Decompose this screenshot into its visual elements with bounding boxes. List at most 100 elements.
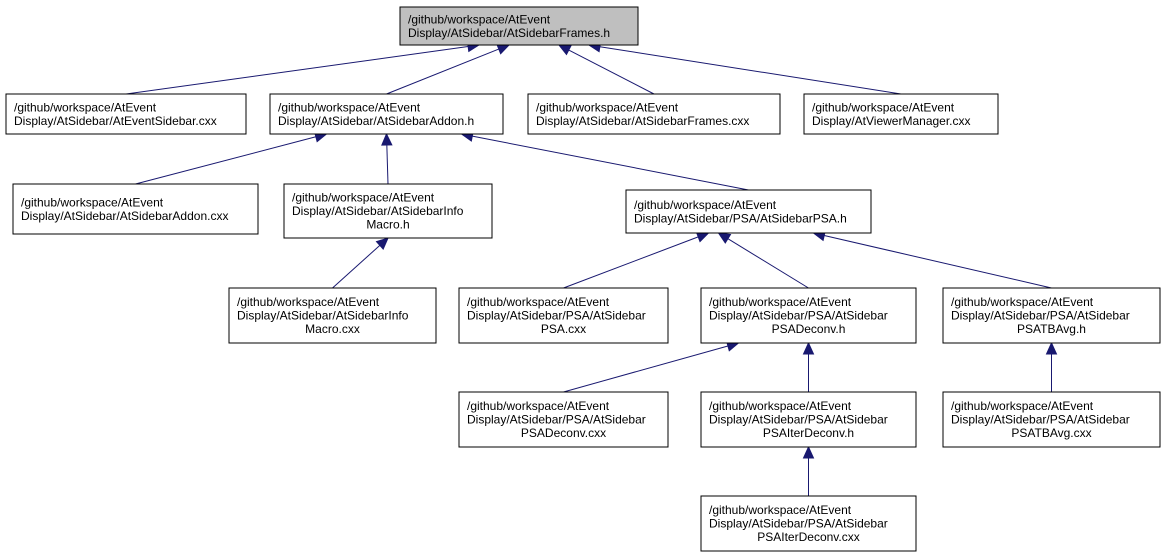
node-label-line: /github/workspace/AtEvent xyxy=(709,295,852,309)
node-label-line: Display/AtSidebar/PSA/AtSidebar xyxy=(951,309,1130,323)
node-box xyxy=(942,287,1161,344)
node-label-line: /github/workspace/AtEvent xyxy=(467,399,610,413)
arrowhead-icon xyxy=(802,445,815,459)
node-label-line: /github/workspace/AtEvent xyxy=(278,100,421,114)
edge-sidebar-frames-cxx-to-root xyxy=(557,44,655,95)
edge-psa-deconv-cxx-to-psa-deconv-h xyxy=(563,340,740,393)
node-label-line: PSATBAvg.cxx xyxy=(1011,426,1091,440)
node-label-line: /github/workspace/AtEvent xyxy=(812,100,955,114)
edge-line xyxy=(386,48,499,95)
edge-viewer-manager-cxx-to-root xyxy=(587,41,902,95)
node-box xyxy=(527,93,781,135)
node-label-line: /github/workspace/AtEvent xyxy=(536,100,679,114)
node-label-line: PSADeconv.h xyxy=(772,322,846,336)
node-label-line: /github/workspace/AtEvent xyxy=(467,295,610,309)
edge-line xyxy=(599,46,902,95)
node-box xyxy=(700,391,917,448)
arrowhead-icon xyxy=(1045,341,1058,355)
edge-psa-iter-deconv-h-to-psa-deconv-h xyxy=(802,341,815,392)
node-label-line: Display/AtSidebar/PSA/AtSidebar xyxy=(951,413,1130,427)
edge-line xyxy=(824,234,1052,289)
node-label-line: /github/workspace/AtEvent xyxy=(408,12,551,26)
node-label-line: PSAIterDeconv.h xyxy=(763,426,854,440)
node-label-line: Display/AtSidebar/PSA/AtSidebar xyxy=(467,309,646,323)
node-sidebar-psa-h[interactable]: /github/workspace/AtEventDisplay/AtSideb… xyxy=(625,189,872,234)
edge-sidebar-psa-h-to-sidebar-addon-h xyxy=(460,130,749,191)
node-box xyxy=(625,189,872,234)
arrowhead-icon xyxy=(695,231,710,243)
node-psa-iter-deconv-cxx[interactable]: /github/workspace/AtEventDisplay/AtSideb… xyxy=(700,495,917,552)
node-label-line: Display/AtSidebar/AtSidebarFrames.h xyxy=(408,26,610,40)
node-box xyxy=(228,287,437,344)
node-box xyxy=(458,287,669,344)
node-sidebar-info-macro-cxx[interactable]: /github/workspace/AtEventDisplay/AtSideb… xyxy=(228,287,437,344)
node-box xyxy=(399,6,639,46)
node-box xyxy=(5,93,247,135)
node-label-line: /github/workspace/AtEvent xyxy=(951,399,1094,413)
edge-line xyxy=(563,236,699,289)
node-label-line: Display/AtSidebar/PSA/AtSidebar xyxy=(467,413,646,427)
node-label-line: Macro.cxx xyxy=(305,322,360,336)
node-label-line: PSAIterDeconv.cxx xyxy=(757,530,859,544)
arrowhead-icon xyxy=(381,132,393,146)
edge-line xyxy=(563,345,729,393)
node-sidebar-addon-cxx[interactable]: /github/workspace/AtEventDisplay/AtSideb… xyxy=(12,183,259,235)
node-event-sidebar-cxx[interactable]: /github/workspace/AtEventDisplay/AtSideb… xyxy=(5,93,247,135)
edge-line xyxy=(135,136,316,185)
edge-line xyxy=(568,49,655,95)
node-label-line: Display/AtSidebar/PSA/AtSidebar xyxy=(709,413,888,427)
node-label-line: Display/AtSidebar/AtSidebarAddon.cxx xyxy=(21,209,228,223)
node-sidebar-psa-cxx[interactable]: /github/workspace/AtEventDisplay/AtSideb… xyxy=(458,287,669,344)
edge-sidebar-psa-cxx-to-sidebar-psa-h xyxy=(563,231,710,289)
node-psa-deconv-cxx[interactable]: /github/workspace/AtEventDisplay/AtSideb… xyxy=(458,391,669,448)
node-box xyxy=(12,183,259,235)
edge-sidebar-addon-cxx-to-sidebar-addon-h xyxy=(135,131,328,185)
edge-line xyxy=(727,238,809,289)
node-label-line: Display/AtSidebar/AtEventSidebar.cxx xyxy=(14,114,217,128)
node-psa-tbavg-h[interactable]: /github/workspace/AtEventDisplay/AtSideb… xyxy=(942,287,1161,344)
node-sidebar-info-macro-h[interactable]: /github/workspace/AtEventDisplay/AtSideb… xyxy=(283,183,493,239)
node-label-line: Display/AtSidebar/PSA/AtSidebar xyxy=(709,309,888,323)
node-root: /github/workspace/AtEventDisplay/AtSideb… xyxy=(399,6,639,46)
nodes-layer: /github/workspace/AtEventDisplay/AtSideb… xyxy=(5,6,1161,552)
edge-psa-deconv-h-to-sidebar-psa-h xyxy=(717,232,809,289)
edge-sidebar-info-macro-cxx-to-sidebar-info-macro-h xyxy=(332,237,389,289)
node-label-line: /github/workspace/AtEvent xyxy=(14,100,157,114)
edge-line xyxy=(125,46,469,95)
node-label-line: /github/workspace/AtEvent xyxy=(292,191,435,205)
node-label-line: Display/AtSidebar/PSA/AtSidebar xyxy=(709,517,888,531)
node-box xyxy=(942,391,1161,448)
edge-sidebar-addon-h-to-root xyxy=(386,43,511,95)
arrowhead-icon xyxy=(375,237,389,250)
node-box xyxy=(700,287,917,344)
node-psa-tbavg-cxx[interactable]: /github/workspace/AtEventDisplay/AtSideb… xyxy=(942,391,1161,448)
node-label-line: /github/workspace/AtEvent xyxy=(634,198,777,212)
node-box xyxy=(269,93,504,135)
node-label-line: Display/AtSidebar/AtSidebarInfo xyxy=(237,309,409,323)
node-box xyxy=(700,495,917,552)
edge-line xyxy=(472,135,749,191)
node-box xyxy=(803,93,999,135)
arrowhead-icon xyxy=(557,44,572,56)
edge-psa-iter-deconv-cxx-to-psa-iter-deconv-h xyxy=(802,445,815,496)
node-label-line: Display/AtSidebar/AtSidebarAddon.h xyxy=(278,114,474,128)
edge-line xyxy=(332,244,381,289)
node-label-line: Display/AtSidebar/AtSidebarInfo xyxy=(292,204,464,218)
node-label-line: /github/workspace/AtEvent xyxy=(951,295,1094,309)
arrowhead-icon xyxy=(717,232,732,244)
node-psa-deconv-h[interactable]: /github/workspace/AtEventDisplay/AtSideb… xyxy=(700,287,917,344)
node-sidebar-frames-cxx[interactable]: /github/workspace/AtEventDisplay/AtSideb… xyxy=(527,93,781,135)
edge-event-sidebar-cxx-to-root xyxy=(125,40,481,95)
node-label-line: Macro.h xyxy=(366,218,409,232)
node-psa-iter-deconv-h[interactable]: /github/workspace/AtEventDisplay/AtSideb… xyxy=(700,391,917,448)
edge-line xyxy=(386,144,389,185)
node-label-line: Display/AtSidebar/PSA/AtSidebarPSA.h xyxy=(634,211,847,225)
node-label-line: PSA.cxx xyxy=(541,322,586,336)
node-box xyxy=(283,183,493,239)
node-label-line: /github/workspace/AtEvent xyxy=(21,195,164,209)
node-sidebar-addon-h[interactable]: /github/workspace/AtEventDisplay/AtSideb… xyxy=(269,93,504,135)
node-label-line: Display/AtViewerManager.cxx xyxy=(812,114,971,128)
node-viewer-manager-cxx[interactable]: /github/workspace/AtEventDisplay/AtViewe… xyxy=(803,93,999,135)
node-label-line: PSADeconv.cxx xyxy=(521,426,606,440)
arrowhead-icon xyxy=(496,43,511,55)
